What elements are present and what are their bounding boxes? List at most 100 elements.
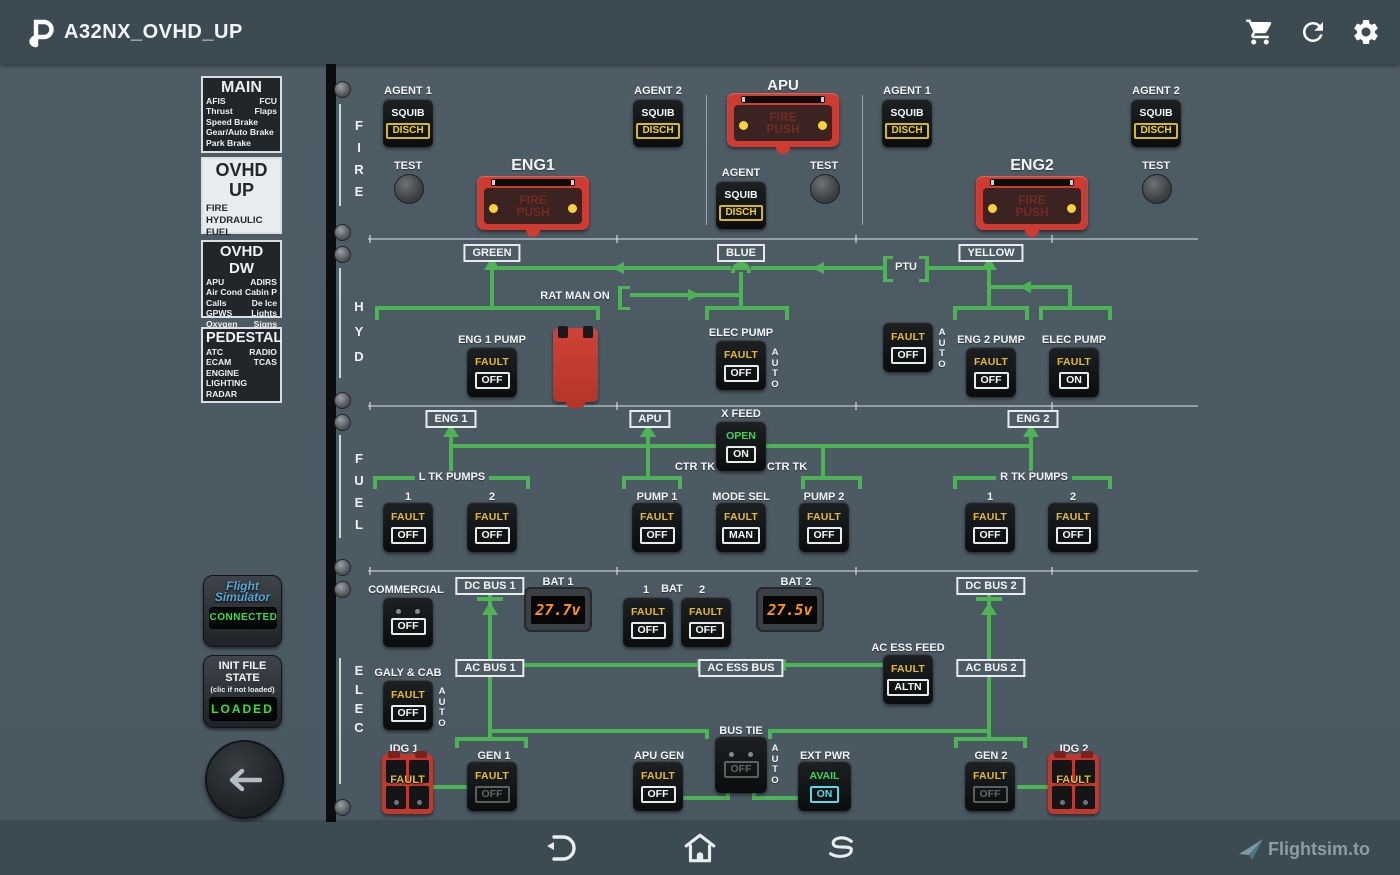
menu-item: Lights — [251, 308, 277, 319]
paper-plane-icon — [1239, 839, 1263, 860]
dc-bus1-label: DC BUS 1 — [455, 577, 525, 595]
bat-number-label: 1 — [642, 584, 650, 596]
ac-bus2-label: AC BUS 2 — [956, 659, 1026, 677]
wire — [726, 793, 730, 800]
cart-icon[interactable] — [1245, 17, 1275, 47]
apu-fire-push-button[interactable]: FIRE PUSH — [727, 93, 839, 154]
menu-item: FCU — [259, 96, 277, 106]
wire — [801, 476, 862, 480]
init-file-state-button[interactable]: INIT FILE STATE (clic if not loaded) LOA… — [203, 655, 282, 728]
recents-icon[interactable] — [822, 832, 858, 864]
wire — [883, 256, 887, 282]
settings-icon[interactable] — [1351, 17, 1381, 47]
wire — [622, 476, 626, 489]
hyd-eng1-pump-button[interactable]: FAULT OFF — [467, 347, 517, 397]
hyd-eng2-pump-button[interactable]: FAULT OFF — [966, 347, 1016, 397]
menu-item: De Ice — [251, 297, 277, 308]
apu-gen-label: APU GEN — [633, 750, 685, 762]
gen2-label: GEN 2 — [974, 750, 1008, 762]
wire — [919, 279, 929, 282]
ac-bus1-label: AC BUS 1 — [455, 659, 525, 677]
wire — [953, 306, 957, 320]
init-status-display: LOADED — [208, 697, 277, 721]
bat2-voltage-display: 27.5v — [756, 587, 824, 632]
apu-agent-squib-button[interactable]: SQUIB DISCH — [716, 181, 766, 229]
wire — [1039, 306, 1112, 310]
hyd-blue-elec-pump-button[interactable]: FAULT OFF — [716, 340, 766, 390]
back-icon[interactable] — [542, 832, 578, 864]
screw-icon — [334, 581, 351, 598]
commercial-label: COMMERCIAL — [368, 584, 444, 596]
rat-man-on-guarded-switch[interactable] — [553, 326, 598, 408]
fuel-xfeed-button[interactable]: OPEN ON — [716, 421, 766, 471]
eng2-agent1-squib-button[interactable]: SQUIB DISCH — [882, 99, 932, 147]
eng2-agent2-squib-button[interactable]: SQUIB DISCH — [1131, 99, 1181, 147]
wire — [490, 266, 494, 308]
back-button[interactable] — [205, 740, 284, 819]
eng2-pump-label: ENG 2 PUMP — [957, 334, 1025, 346]
elec-ext-pwr-button[interactable]: AVAIL ON — [798, 761, 851, 811]
panel-title: OVHD UP — [215, 160, 268, 200]
eng2-fire-test-button[interactable] — [1142, 174, 1172, 204]
hyd-yellow-elec-pump-button[interactable]: FAULT ON — [1049, 347, 1099, 397]
pump-number-label: 2 — [1069, 491, 1077, 503]
wire — [375, 306, 379, 320]
wire — [801, 476, 805, 489]
ptu-label: PTU — [895, 261, 917, 273]
wire-arrow — [482, 602, 498, 615]
hyd-blue-bus-label: BLUE — [717, 244, 765, 262]
elec-bus-tie-button[interactable]: OFF — [715, 736, 767, 793]
bat1-label: BAT 1 — [542, 576, 574, 588]
ext-pwr-label: EXT PWR — [799, 750, 851, 762]
wire — [759, 444, 1033, 448]
elec-commercial-button[interactable]: OFF — [383, 597, 433, 647]
elec-idg1-guarded-button[interactable]: FAULT — [382, 751, 433, 814]
screw-icon — [334, 392, 351, 409]
sidebar-panel-ovhd-up[interactable]: OVHD UP FIRE HYDRAULIC FUEL ELECTRIC — [201, 157, 282, 250]
eng1-fire-push-button[interactable]: FIRE PUSH — [477, 176, 589, 237]
wire — [953, 306, 1029, 310]
init-file-hint: (clic if not loaded) — [210, 685, 275, 694]
init-file-title: INIT FILE STATE — [218, 660, 267, 684]
eng2-fire-push-button[interactable]: FIRE PUSH — [976, 176, 1088, 237]
eng1-agent1-squib-button[interactable]: SQUIB DISCH — [383, 99, 433, 147]
elec-idg2-guarded-button[interactable]: FAULT — [1048, 751, 1099, 814]
eng1-fire-test-button[interactable] — [394, 174, 424, 204]
eng1-agent2-squib-button[interactable]: SQUIB DISCH — [633, 99, 683, 147]
wire — [785, 306, 789, 320]
menu-item: Calls — [206, 297, 227, 308]
home-icon[interactable] — [682, 832, 718, 864]
menu-item: RADIO — [249, 347, 277, 357]
wire — [1017, 785, 1048, 789]
eng2-label: ENG2 — [1010, 157, 1054, 174]
menu-item: Park Brake — [206, 137, 251, 148]
bat2-label: BAT 2 — [780, 576, 812, 588]
wire — [954, 737, 958, 748]
wire — [883, 256, 893, 259]
refresh-icon[interactable] — [1298, 17, 1328, 47]
divider — [862, 95, 863, 225]
hyd-ptu-button[interactable]: FAULT OFF — [883, 322, 933, 372]
apu-fire-test-button[interactable] — [810, 174, 840, 204]
menu-item: ECAM — [206, 357, 232, 368]
apu-agent-label: AGENT — [721, 167, 761, 179]
wire — [488, 729, 707, 733]
